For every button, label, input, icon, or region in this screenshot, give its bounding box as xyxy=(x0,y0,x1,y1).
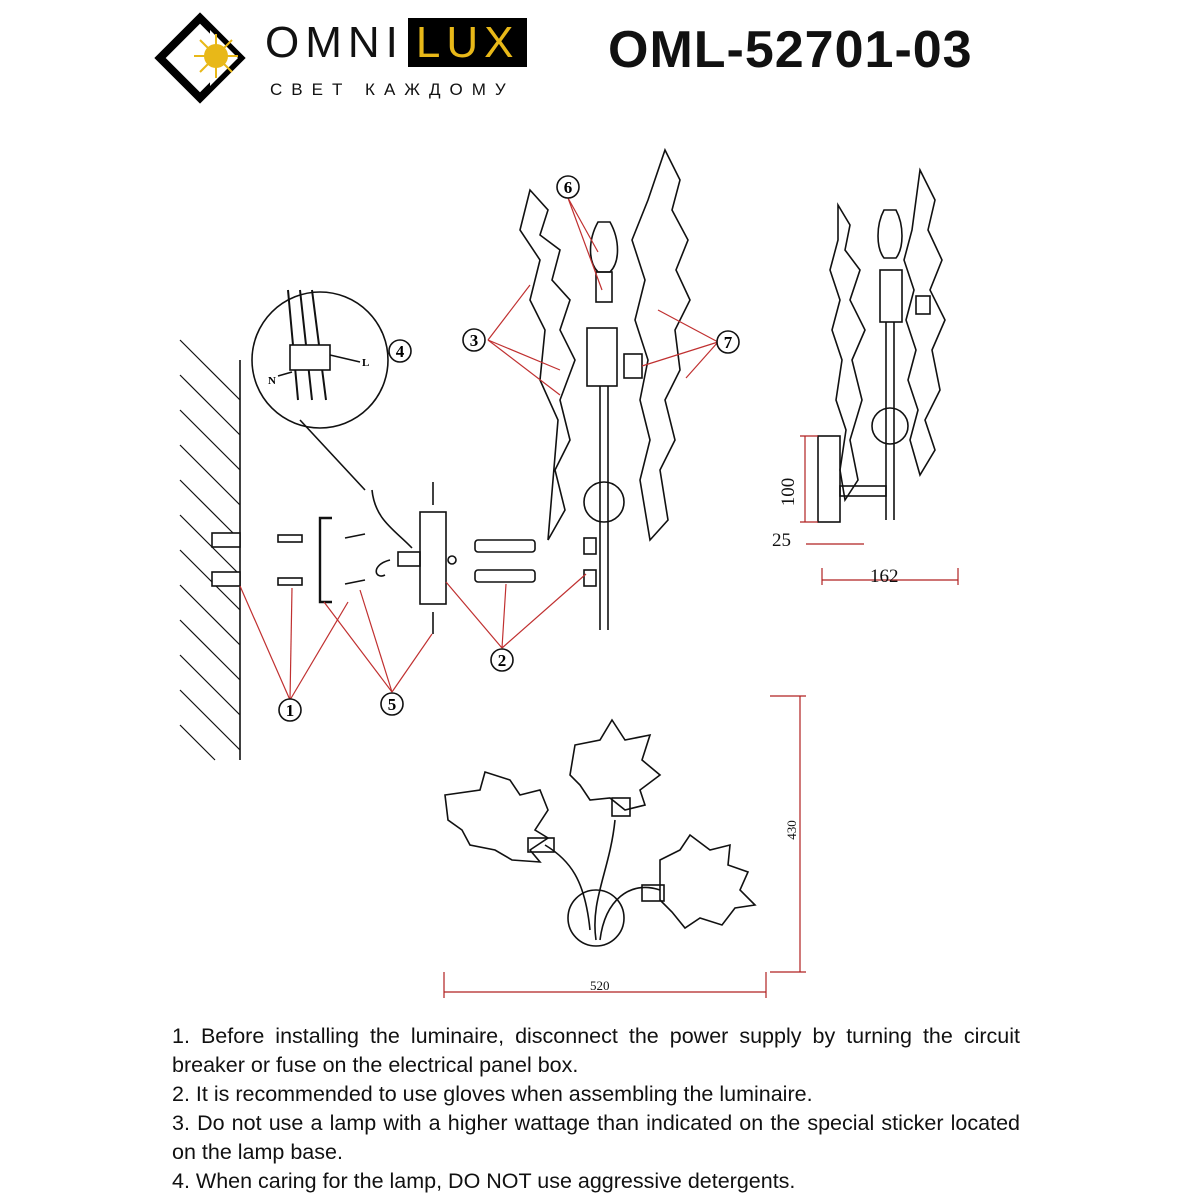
luminaire-outline-view xyxy=(444,718,757,947)
dim-front-height: 430 xyxy=(784,820,799,840)
model-number: OML-52701-03 xyxy=(608,21,973,79)
terminal-block xyxy=(397,551,421,567)
dim-bracket-depth: 25 xyxy=(772,530,791,551)
brand-name-right: LUX xyxy=(407,18,528,67)
wiring-label-neutral: N xyxy=(268,375,276,387)
callout-2: 2 xyxy=(490,648,514,672)
callout-markers: 1 2 3 4 5 6 7 xyxy=(278,175,740,722)
callout-5: 5 xyxy=(380,692,404,716)
svg-text:3: 3 xyxy=(470,331,479,350)
canopy xyxy=(419,511,447,605)
dim-front-width: 520 xyxy=(590,978,610,993)
instruction-item: 3. Do not use a lamp with a higher watta… xyxy=(172,1111,1020,1164)
svg-text:7: 7 xyxy=(724,333,733,352)
instructions-list: 1. Before installing the luminaire, disc… xyxy=(172,1022,1020,1196)
dimension-labels: 100 25 162 430 520 xyxy=(590,478,899,993)
wall-anchors xyxy=(277,534,303,586)
luminaire-side-view xyxy=(817,167,946,523)
plate-screws xyxy=(344,533,366,585)
instruction-item: 4. When caring for the lamp, DO NOT use … xyxy=(172,1169,796,1193)
svg-text:4: 4 xyxy=(396,342,405,361)
callout-1: 1 xyxy=(278,698,302,722)
callout-leaders xyxy=(239,197,719,701)
instruction-item: 1. Before installing the luminaire, disc… xyxy=(172,1024,1020,1077)
mounting-plate xyxy=(318,516,332,604)
callout-3: 3 xyxy=(462,328,486,352)
arm-connectors xyxy=(474,539,536,583)
callout-6: 6 xyxy=(556,175,580,199)
brand-name-left: OMNI xyxy=(265,18,404,67)
callout-4: 4 xyxy=(388,339,412,363)
brand-slogan: СВЕТ КАЖДОМУ xyxy=(270,80,515,99)
wiring-labels: L N xyxy=(268,357,369,387)
wall-hatching xyxy=(179,339,241,761)
dim-bracket-height: 100 xyxy=(778,478,799,507)
svg-text:1: 1 xyxy=(286,701,295,720)
supply-wires xyxy=(371,489,413,577)
svg-text:5: 5 xyxy=(388,695,397,714)
luminaire-front-view xyxy=(519,147,691,630)
dimension-lines xyxy=(443,435,959,998)
instruction-item: 2. It is recommended to use gloves when … xyxy=(172,1082,813,1106)
diamond-logo-icon xyxy=(154,12,246,104)
svg-text:2: 2 xyxy=(498,651,507,670)
svg-text:6: 6 xyxy=(564,178,573,197)
callout-7: 7 xyxy=(716,330,740,354)
wiring-label-line: L xyxy=(362,357,369,369)
wiring-detail-circle xyxy=(251,291,389,429)
dim-side-depth: 162 xyxy=(870,566,899,587)
